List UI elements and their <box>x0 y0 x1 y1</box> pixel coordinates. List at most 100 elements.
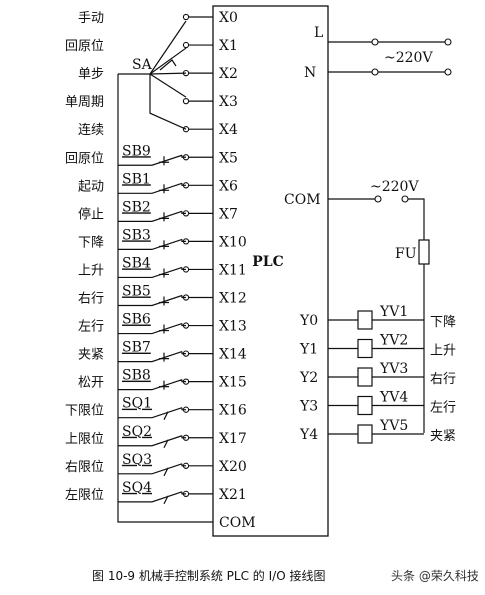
switch-contact <box>118 463 186 475</box>
switch-label: SB4 <box>122 255 151 271</box>
input-description: 单周期 <box>65 95 104 110</box>
input-label: X4 <box>219 122 238 138</box>
plc-label: PLC <box>252 254 284 270</box>
switch-contact <box>118 182 186 194</box>
pushbutton-actuator <box>159 268 169 278</box>
pushbutton-actuator <box>159 240 169 250</box>
L-label: L <box>314 25 323 41</box>
input-description: 上升 <box>78 263 104 278</box>
pushbutton-actuator <box>159 324 169 334</box>
switch-contact <box>118 210 186 222</box>
input-description: 左限位 <box>65 488 104 503</box>
switch-contact <box>118 294 186 307</box>
input-label: X6 <box>219 178 238 194</box>
output-label: Y3 <box>299 399 318 415</box>
L-end-terminal <box>444 38 452 46</box>
switch-label: SB2 <box>122 199 151 215</box>
input-description: 夹紧 <box>78 348 104 363</box>
fuse-supply-wire <box>408 198 425 240</box>
input-label: X15 <box>219 375 247 391</box>
input-switches: SASB9SB1SB2SB3SB4SB5SB6SB7SB8SQ1SQ2SQ3SQ… <box>118 20 187 505</box>
valve-coil <box>357 367 373 387</box>
output-label: Y4 <box>299 427 318 443</box>
switch-label: SB9 <box>122 143 151 159</box>
switch-label: SB5 <box>122 284 151 300</box>
input-terminal-dot <box>182 41 190 49</box>
switch-contact <box>118 435 186 447</box>
output-voltage-label: ~220V <box>370 179 419 195</box>
input-description: 右限位 <box>65 460 104 475</box>
sa-arm-0 <box>118 20 187 75</box>
N-label: N <box>304 65 316 81</box>
switch-contact <box>118 379 186 391</box>
limit-switch-actuator <box>163 467 169 477</box>
N-end-terminal <box>444 68 452 76</box>
output-label: Y2 <box>299 370 318 386</box>
output-label: Y1 <box>299 342 318 358</box>
pushbutton-actuator <box>159 296 169 306</box>
input-description: 起动 <box>78 179 104 194</box>
figure-caption: 图 10-9 机械手控制系统 PLC 的 I/O 接线图 <box>92 568 325 583</box>
input-descriptions: 手动回原位单步单周期连续回原位起动停止下降上升右行左行夹紧松开下限位上限位右限位… <box>65 11 104 503</box>
switch-label: SB7 <box>122 340 151 356</box>
input-terminals: X0X1X2X3X4X5X6X7X10X11X12X13X14X15X16X17… <box>182 10 247 503</box>
pushbutton-actuator <box>159 156 169 166</box>
valve-action: 右行 <box>430 372 456 387</box>
limit-switch-actuator <box>163 411 169 420</box>
valve-coil <box>357 395 373 416</box>
switch-contact <box>118 154 186 166</box>
switch-label: SB1 <box>122 171 151 187</box>
input-label: X21 <box>219 487 247 503</box>
input-common-rail <box>117 74 213 523</box>
pushbutton-actuator <box>159 352 169 362</box>
fuse-symbol <box>418 239 430 265</box>
fuse-label: FU <box>395 246 417 262</box>
input-description: 上限位 <box>65 432 104 447</box>
valve-coil <box>357 338 373 359</box>
input-label: X5 <box>219 150 238 166</box>
switch-contact <box>118 266 186 279</box>
switch-label-SA: SA <box>132 57 153 73</box>
sa-arm-3 <box>149 73 187 98</box>
sa-arm-2 <box>149 72 187 75</box>
input-label: X0 <box>219 10 238 26</box>
sa-arm-1 <box>149 47 187 75</box>
input-terminal-dot <box>182 13 190 21</box>
input-label: X11 <box>219 262 247 278</box>
input-label: X10 <box>219 234 247 250</box>
input-description: 回原位 <box>65 39 104 54</box>
input-description: 松开 <box>78 376 104 391</box>
switch-contact <box>118 322 186 335</box>
input-description: 停止 <box>78 206 104 222</box>
switch-contact <box>118 407 186 419</box>
switch-label: SB6 <box>122 312 151 328</box>
input-label: X12 <box>219 291 247 307</box>
valve-label: YV3 <box>379 361 408 377</box>
input-description: 下限位 <box>65 404 104 419</box>
switch-label: SB3 <box>122 227 151 243</box>
power-voltage-label: ~220V <box>384 50 433 66</box>
sa-arm-4 <box>149 74 187 130</box>
input-label: X13 <box>219 319 247 335</box>
input-label: X1 <box>219 38 238 54</box>
valve-label: YV1 <box>379 304 408 320</box>
watermark: 头条 @荣久科技 <box>391 569 479 583</box>
limit-switch-actuator <box>163 439 169 449</box>
input-description: 左行 <box>78 320 104 335</box>
L-terminal <box>371 38 379 46</box>
switch-label: SQ4 <box>122 480 152 496</box>
out-supply-terminal-a <box>374 195 382 203</box>
input-description: 右行 <box>78 292 104 307</box>
input-description: 下降 <box>78 235 104 250</box>
switch-contact <box>118 491 186 503</box>
input-description: 单步 <box>78 67 104 82</box>
switch-label: SQ2 <box>122 424 152 440</box>
input-com-label: COM <box>219 515 256 531</box>
input-terminal-dot <box>182 98 190 105</box>
pushbutton-actuator <box>159 212 169 222</box>
valve-label: YV5 <box>379 418 408 434</box>
input-label: X16 <box>219 403 247 419</box>
valve-action: 下降 <box>430 315 456 330</box>
